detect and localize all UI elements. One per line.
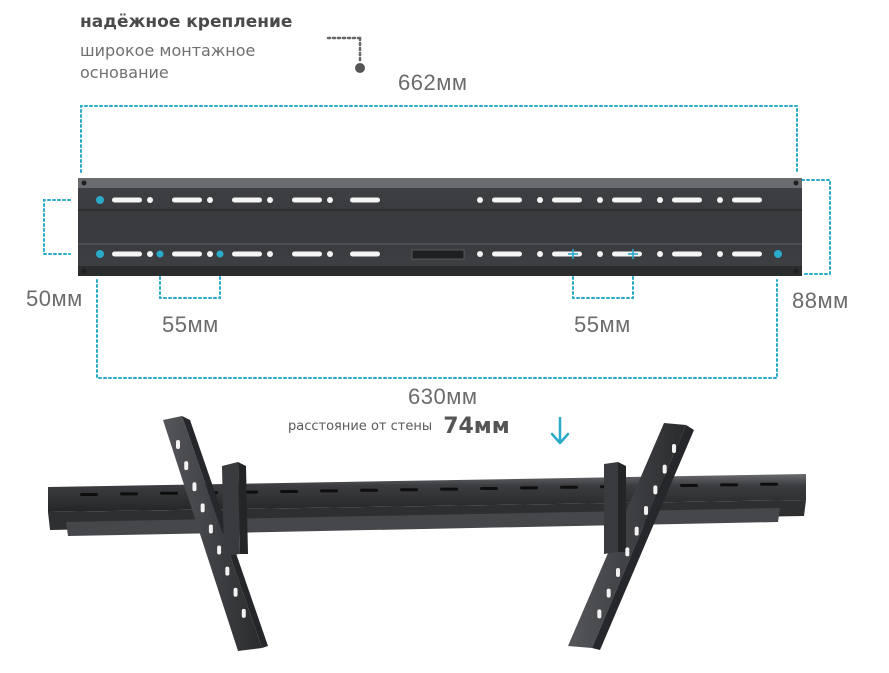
dim-label-50: 50мм bbox=[26, 286, 83, 311]
dimension-lines bbox=[43, 105, 831, 379]
hole-markers bbox=[96, 196, 782, 258]
mount-plate-front bbox=[78, 178, 802, 276]
hole-crosses bbox=[568, 249, 638, 259]
dim-line-662 bbox=[80, 105, 798, 173]
dim-line-55-left bbox=[159, 261, 221, 299]
arrow-down-icon bbox=[550, 416, 570, 445]
feature-title: надёжное крепление bbox=[80, 12, 293, 32]
dim-label-55-right: 55мм bbox=[574, 312, 631, 337]
wall-distance-text: расстояние от стены bbox=[288, 419, 433, 434]
feature-pointer bbox=[326, 36, 365, 73]
mount-assembled-view bbox=[48, 416, 806, 651]
feature-subtitle: широкое монтажное основание bbox=[80, 41, 256, 82]
wall-distance-value: 74мм bbox=[443, 414, 510, 439]
dim-label-630: 630мм bbox=[408, 384, 478, 409]
dim-line-55-right bbox=[572, 261, 634, 299]
dim-line-630 bbox=[96, 279, 778, 379]
wall-distance-note: расстояние от стены 74мм bbox=[288, 414, 510, 439]
dot-pointer-icon bbox=[355, 63, 365, 73]
dim-line-88 bbox=[801, 179, 831, 275]
dim-label-55-left: 55мм bbox=[162, 312, 219, 337]
dim-label-662: 662мм bbox=[398, 70, 468, 95]
mount-holes bbox=[112, 197, 762, 257]
dim-label-88: 88мм bbox=[792, 288, 849, 313]
dim-line-50 bbox=[43, 199, 71, 255]
